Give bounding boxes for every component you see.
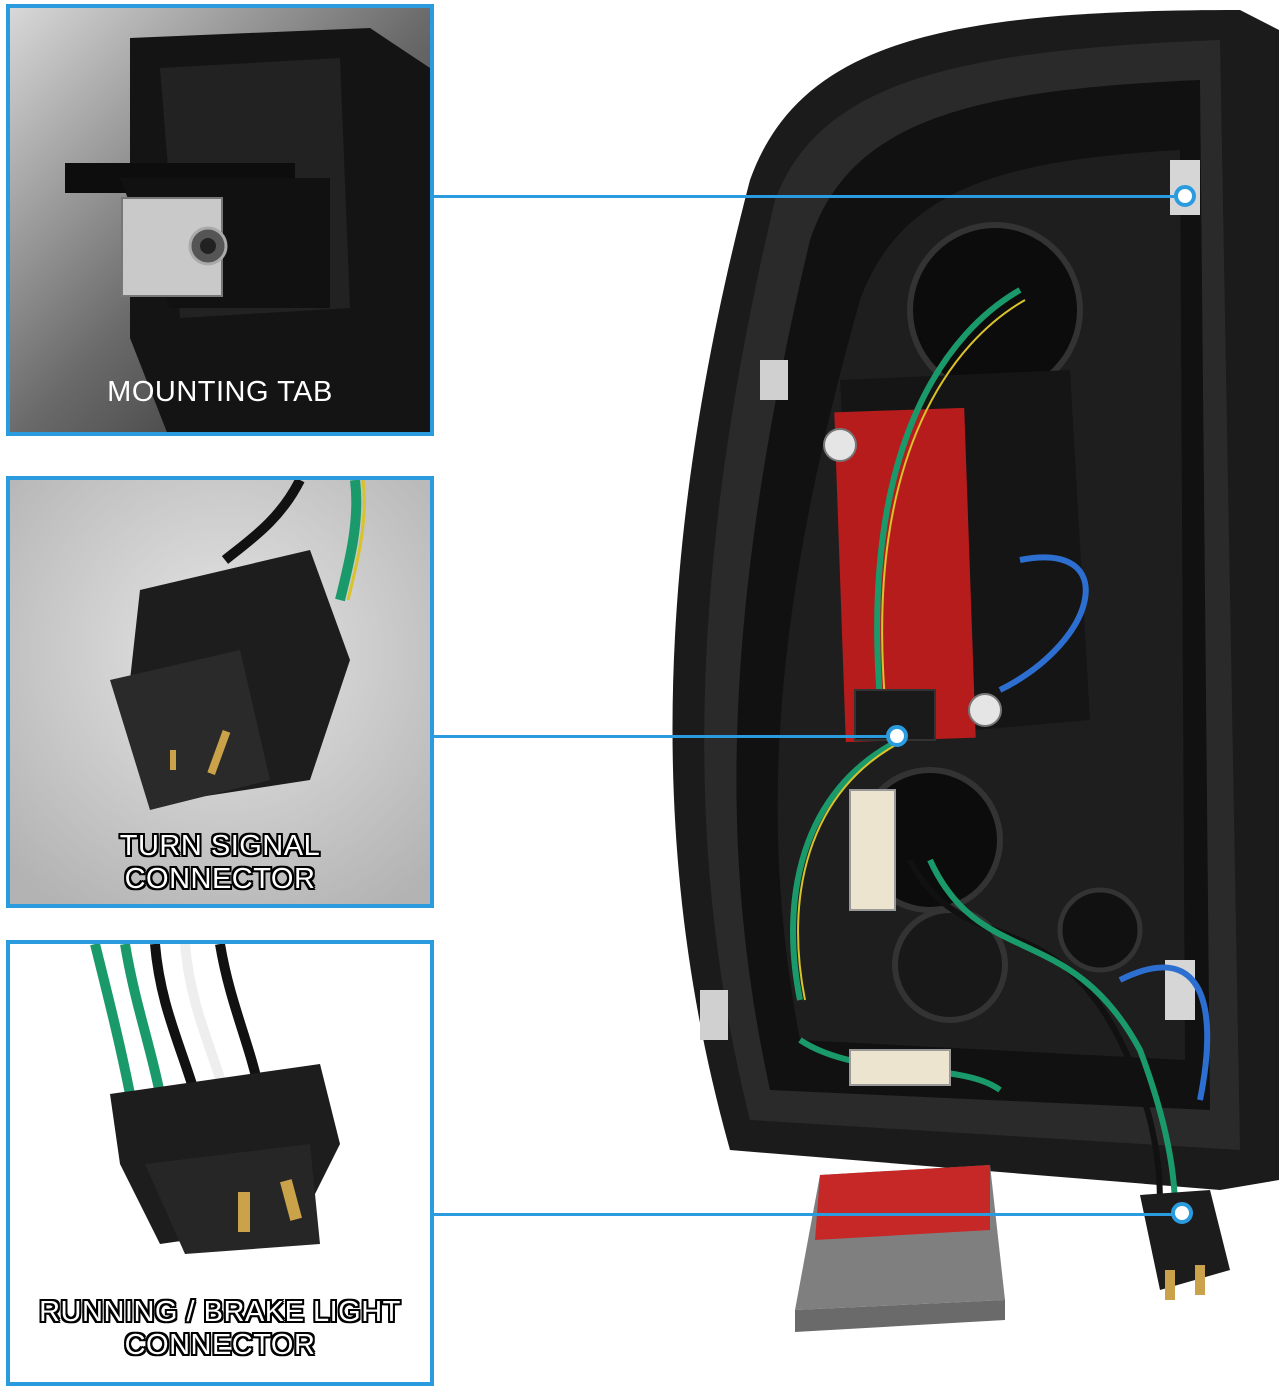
caption-line: MOUNTING TAB [107, 376, 333, 408]
mounting-tab-panel: MOUNTING TAB [6, 4, 434, 436]
mounting-tab-leader [434, 195, 1181, 198]
running-brake-leader [434, 1213, 1180, 1216]
turn-signal-caption: TURN SIGNAL CONNECTOR [10, 830, 430, 896]
running-brake-connector-photo [10, 944, 430, 1382]
tail-light-housing [672, 10, 1279, 1332]
turn-signal-marker [886, 725, 908, 747]
mounting-tab-marker [1174, 185, 1196, 207]
turn-signal-panel: TURN SIGNAL CONNECTOR [6, 476, 434, 908]
turn-signal-connector-photo [10, 480, 430, 904]
caption-line: CONNECTOR [124, 1329, 316, 1361]
caption-line: CONNECTOR [124, 863, 316, 895]
caption-line: RUNNING / BRAKE LIGHT [39, 1296, 401, 1328]
caption-line: TURN SIGNAL [119, 830, 321, 862]
mounting-tab-photo [10, 8, 430, 432]
running-brake-caption: RUNNING / BRAKE LIGHT CONNECTOR [10, 1296, 430, 1362]
mounting-tab-caption: MOUNTING TAB [10, 376, 430, 409]
turn-signal-leader [434, 735, 894, 738]
running-brake-panel: RUNNING / BRAKE LIGHT CONNECTOR [6, 940, 434, 1386]
running-brake-marker [1171, 1202, 1193, 1224]
